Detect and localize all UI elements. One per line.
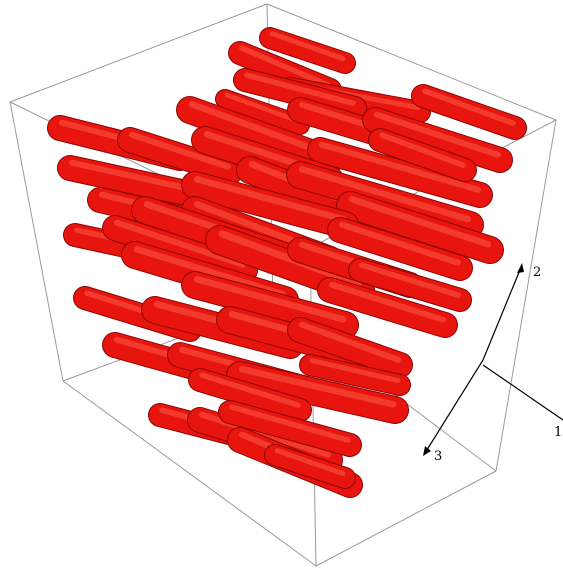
cube-edge-inner-vertical [309, 247, 317, 567]
rod [288, 318, 412, 377]
axis-2-arrowhead-icon [517, 263, 524, 273]
rod [363, 108, 512, 172]
rod [349, 259, 471, 311]
rod [369, 129, 476, 181]
rod-highlight [244, 72, 356, 106]
cube-edge-left-vertical [9, 101, 64, 382]
rod-highlight [133, 246, 287, 298]
rod-highlight [379, 132, 466, 168]
rod-highlight [422, 88, 516, 126]
rod [300, 355, 410, 395]
rod-highlight [239, 45, 331, 88]
rod-highlight [309, 358, 401, 384]
rod [177, 97, 343, 173]
rod [219, 401, 361, 456]
axis-3-label: 3 [434, 449, 442, 464]
rod [412, 85, 526, 139]
cube-edge-bottom-left [62, 380, 317, 567]
rod-highlight [224, 92, 301, 124]
cube-edge-top-left [9, 3, 268, 103]
rod-highlight [269, 31, 346, 62]
rod-highlight [229, 404, 351, 443]
rod [260, 28, 355, 73]
rod [234, 69, 366, 119]
rod [118, 128, 242, 184]
rod [265, 445, 355, 488]
rod [216, 90, 309, 134]
rod [182, 272, 358, 338]
rod [103, 216, 257, 282]
axis-3-arrowhead-icon [423, 446, 431, 456]
rod [337, 192, 503, 263]
rod-highlight [114, 219, 246, 268]
rod [308, 138, 492, 207]
axis-2-arrow [482, 264, 523, 361]
rod-highlight [298, 166, 472, 223]
rods-layer [47, 27, 527, 498]
rod-highlight [374, 111, 501, 158]
rod-highlight [329, 281, 446, 323]
rod-highlight [193, 176, 347, 223]
rod-highlight [348, 196, 492, 248]
rod [182, 172, 358, 238]
axis-3-arrow [424, 359, 484, 454]
rod-highlight [274, 448, 346, 477]
rod [318, 278, 457, 337]
axis-indicator: 2 3 1 [423, 263, 563, 464]
rod [328, 218, 472, 280]
rod-highlight [218, 230, 362, 288]
axis-1-line [482, 364, 563, 421]
rod-highlight [339, 221, 461, 266]
rod-highlight [69, 159, 196, 193]
cube-edge-bottom-right [315, 470, 497, 567]
cube-edge-right-vertical [495, 119, 557, 472]
rod [189, 369, 311, 421]
rod-highlight [299, 321, 401, 363]
axis-2-label: 2 [533, 265, 541, 280]
rod [227, 362, 408, 423]
rod [58, 156, 207, 207]
rod-highlight [199, 372, 301, 408]
rod [287, 162, 483, 238]
cube-front-edges [9, 3, 557, 567]
cube-edge-top-right [266, 3, 557, 121]
rod-highlight [359, 262, 461, 298]
axis-1-label: 1 [554, 425, 562, 440]
rod-highlight [193, 276, 347, 323]
rod-highlight [238, 366, 397, 408]
rod-highlight [319, 141, 481, 193]
rod-highlight [188, 101, 332, 158]
rod-highlight [129, 131, 231, 170]
